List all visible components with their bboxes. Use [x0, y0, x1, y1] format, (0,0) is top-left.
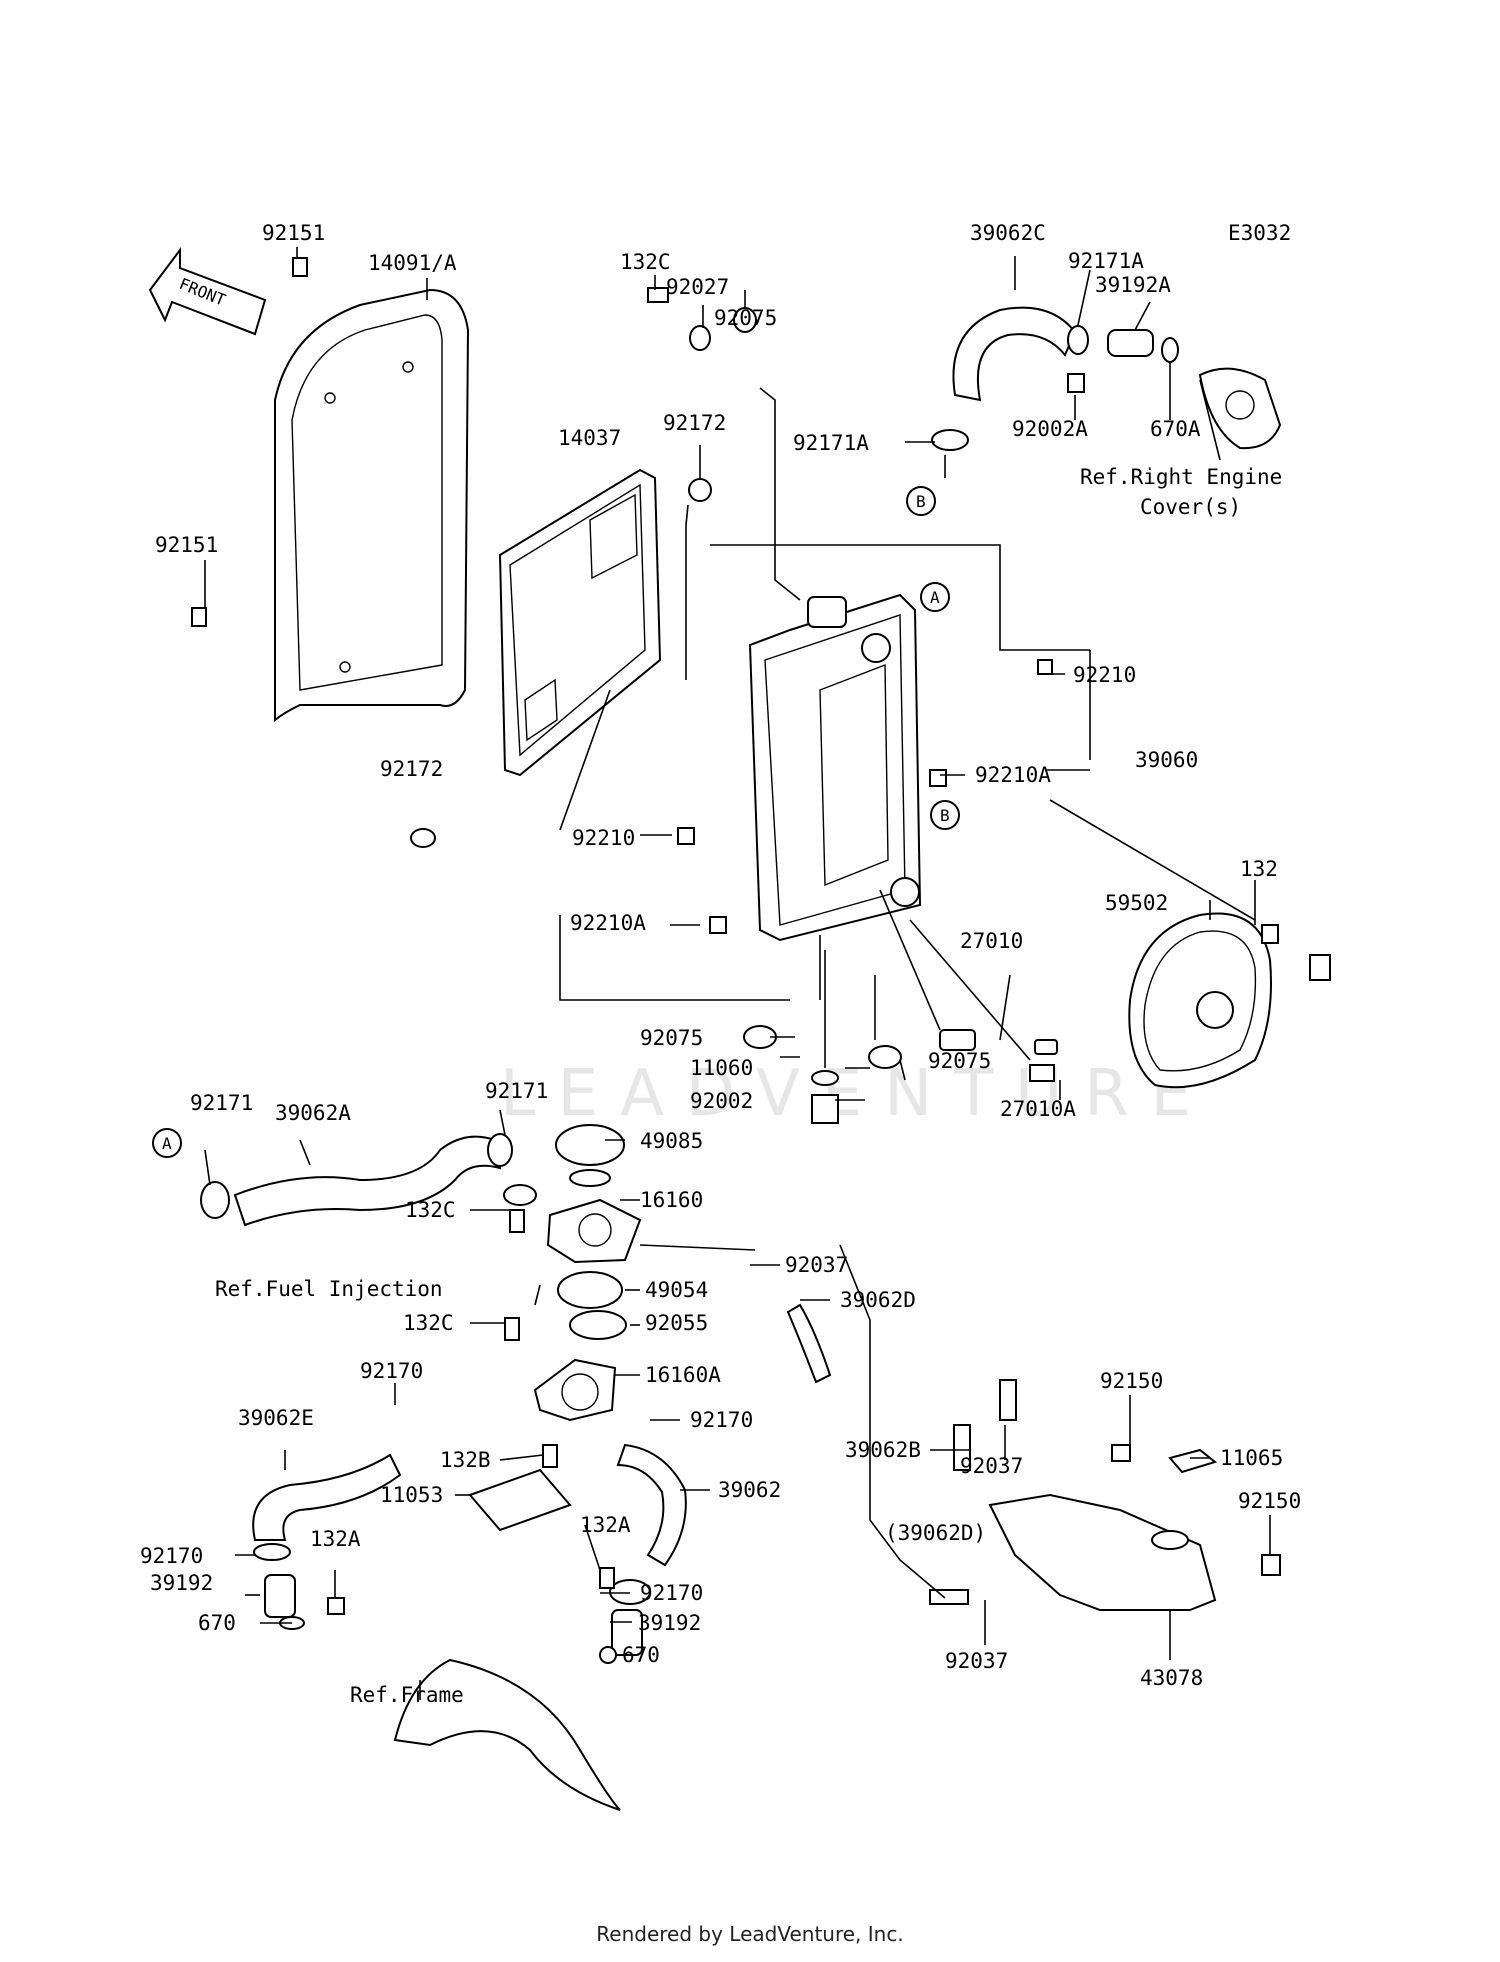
part-label: 39062D: [840, 1288, 916, 1312]
part-label: 92151: [155, 533, 218, 557]
part-label: 92075: [928, 1049, 991, 1073]
part-label: 92037: [945, 1649, 1008, 1673]
part-label: 39062: [718, 1478, 781, 1502]
part-label: 132C: [405, 1198, 456, 1222]
ref-frame: Ref.Frame: [350, 1683, 464, 1707]
part-label: 39060: [1135, 748, 1198, 772]
callout-b-radiator-label: B: [940, 806, 950, 825]
part-label: 132A: [310, 1527, 361, 1551]
part-label: 92172: [663, 411, 726, 435]
hose-39062c-part: [931, 306, 1179, 451]
part-label: 14091/A: [368, 251, 457, 275]
part-label: 14037: [558, 426, 621, 450]
part-label: 49085: [640, 1129, 703, 1153]
watermark-text: LEADVENTURE: [500, 1057, 1213, 1131]
diagram-code: E3032: [1228, 221, 1291, 245]
part-label: 92170: [690, 1408, 753, 1432]
part-label: 92150: [1238, 1489, 1301, 1513]
small-hoses-part: [786, 1303, 1017, 1605]
part-label: 92055: [645, 1311, 708, 1335]
ref-fuel-injection: Ref.Fuel Injection: [215, 1277, 443, 1301]
part-label: 39062B: [845, 1438, 921, 1462]
leader-lines: [204, 247, 1271, 1700]
part-label: 132: [1240, 857, 1278, 881]
hose-39062e-part: [252, 1453, 402, 1618]
part-label: 92172: [380, 757, 443, 781]
part-label: 11060: [690, 1056, 753, 1080]
part-label: 132C: [620, 250, 671, 274]
part-label: 92151: [262, 221, 325, 245]
part-label: 670A: [1150, 417, 1201, 441]
cooling-fan-part: [1128, 912, 1331, 1089]
part-label: 92150: [1100, 1369, 1163, 1393]
part-label: 49054: [645, 1278, 708, 1302]
part-label: 92170: [640, 1581, 703, 1605]
part-label: 27010A: [1000, 1097, 1076, 1121]
reservoir-tank-part: [988, 1448, 1218, 1611]
part-label: 92171: [190, 1091, 253, 1115]
frame-part: [393, 1658, 621, 1811]
part-label: 92210A: [570, 911, 646, 935]
part-label: 11053: [380, 1483, 443, 1507]
front-direction-arrow-icon: FRONT: [148, 247, 267, 336]
part-label: 92002: [690, 1089, 753, 1113]
part-label: 27010: [960, 929, 1023, 953]
part-label: 670: [622, 1643, 660, 1667]
hose-39062a-part: [200, 1133, 537, 1227]
part-label: 39062A: [275, 1101, 351, 1125]
part-label: 92170: [360, 1359, 423, 1383]
part-label: 92075: [714, 306, 777, 330]
part-label: 16160: [640, 1188, 703, 1212]
part-label: 92037: [785, 1253, 848, 1277]
radiator-screen-part: [498, 468, 662, 777]
part-label: 92171A: [793, 431, 869, 455]
part-label: 39192: [150, 1571, 213, 1595]
part-label: 59502: [1105, 891, 1168, 915]
part-label: 92171A: [1068, 249, 1144, 273]
part-labels: 92151 14091/A 132C 92027 92075 39062C 92…: [140, 221, 1301, 1690]
ref-engine-cover-line2: Cover(s): [1140, 495, 1241, 519]
part-label: 16160A: [645, 1363, 721, 1387]
part-label: 92170: [140, 1544, 203, 1568]
callout-a-upper-label: A: [930, 588, 940, 607]
radiator-core-part: [748, 593, 922, 942]
radiator-shroud-part: [274, 288, 470, 723]
footer-credit: Rendered by LeadVenture, Inc.: [596, 1922, 904, 1946]
part-label: 670: [198, 1611, 236, 1635]
part-label: 92210: [572, 826, 635, 850]
callout-b-upper: B: [906, 486, 936, 516]
callout-b-upper-label: B: [916, 492, 926, 511]
part-label: 92171: [485, 1079, 548, 1103]
part-label: 92037: [960, 1454, 1023, 1478]
part-label: 132C: [403, 1311, 454, 1335]
callout-b-radiator: B: [930, 800, 960, 830]
radiator-cap-assembly-part: [533, 1124, 642, 1422]
part-label: 92210: [1073, 663, 1136, 687]
sensor-27010a-part: [1034, 1039, 1058, 1055]
part-label: 132A: [580, 1513, 631, 1537]
part-label: (39062D): [885, 1521, 986, 1545]
part-label: 43078: [1140, 1666, 1203, 1690]
part-label: 132B: [440, 1448, 491, 1472]
engine-cover-part: [1198, 367, 1282, 450]
callout-a-upper: A: [920, 582, 950, 612]
part-label: 92002A: [1012, 417, 1088, 441]
callout-a-lower-label: A: [162, 1134, 172, 1153]
part-label: 39192: [638, 1611, 701, 1635]
part-label: 92210A: [975, 763, 1051, 787]
sensor-27010-part: [939, 1029, 1055, 1082]
bracket-11053-part: [468, 1468, 572, 1532]
ref-engine-cover-line1: Ref.Right Engine: [1080, 465, 1282, 489]
callout-a-lower: A: [152, 1128, 182, 1158]
part-label: 39192A: [1095, 273, 1171, 297]
part-label: 11065: [1220, 1446, 1283, 1470]
part-label: 92027: [666, 275, 729, 299]
part-label: 92075: [640, 1026, 703, 1050]
part-label: 39062C: [970, 221, 1046, 245]
part-label: 39062E: [238, 1406, 314, 1430]
